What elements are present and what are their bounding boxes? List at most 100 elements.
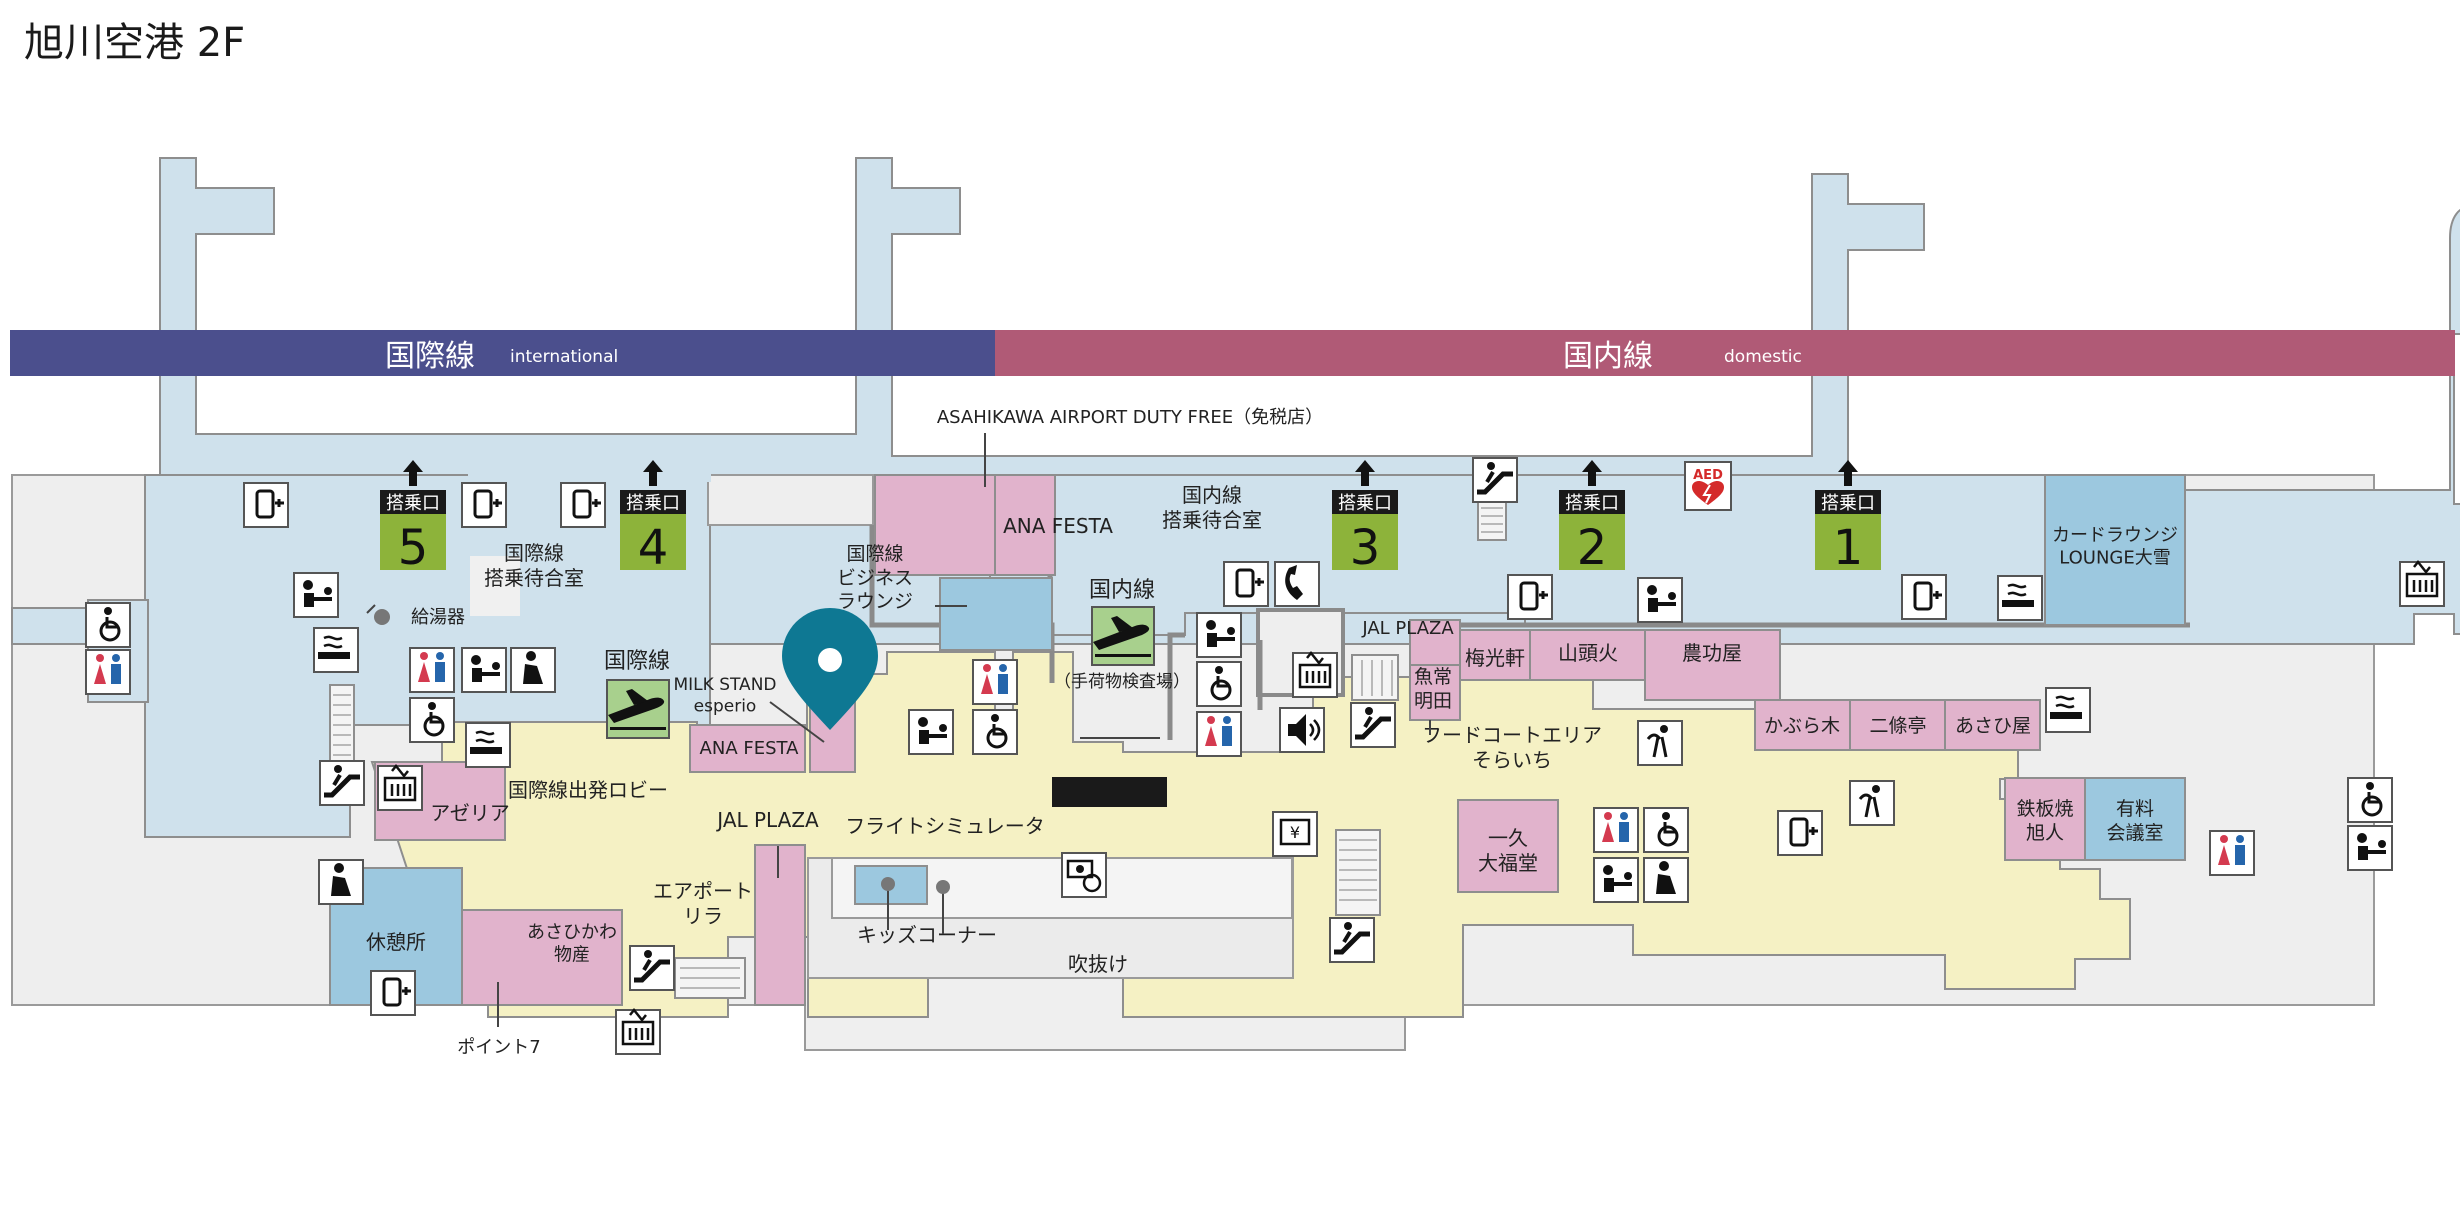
gate-header: 搭乗口 [1338,493,1392,514]
prayer-room-icon [318,859,364,905]
escalator-icon [1329,917,1375,963]
label-intl-departure-lobby: 国際線出発ロビー [508,778,668,802]
label-rest-area: 休憩所 [366,930,426,954]
smartphone-charging-icon [1507,574,1553,620]
restroom-icon [972,659,1018,705]
gate-number: 2 [1577,520,1608,576]
label-ana-festa-bottom: ANA FESTA [700,738,800,759]
gate-number: 4 [638,520,669,576]
escalator-icon [319,760,365,806]
restroom-icon [1593,807,1639,853]
smoking-area-icon [313,627,359,673]
accessible-restroom-icon [972,709,1018,755]
gate-number: 5 [398,520,429,576]
gate-number: 1 [1833,520,1864,576]
label-jal-plaza-left: JAL PLAZA [715,808,819,832]
gate-2: 搭乗口 2 [1559,460,1625,576]
smartphone-charging-icon [1901,574,1947,620]
smartphone-charging-icon [461,482,507,528]
elevator-icon [377,764,423,811]
label-ana-festa-top: ANA FESTA [1003,514,1113,538]
accessible-restroom-icon [85,602,131,648]
accessible-restroom-icon [2347,777,2393,823]
shops [374,474,2086,1006]
baby-care-icon [1637,577,1683,623]
label-ikkyu: 一久大福堂 [1478,826,1538,875]
security-checkpoints [606,606,1155,739]
label-kaburagi: かぶら木 [1764,715,1840,737]
escalator-icon [629,945,675,991]
label-point7: ポイント7 [457,1037,540,1058]
smoking-area-icon [2045,687,2091,733]
label-teppanyaki: 鉄板焼旭人 [2016,798,2073,844]
label-intl-business-lounge: 国際線ビジネスラウンジ [837,543,913,613]
phone-icon [1274,561,1320,607]
gate-header: 搭乗口 [386,493,440,514]
label-flight-simulator: フライトシミュレータ [845,814,1045,838]
baby-care-icon [1196,612,1242,658]
prayer-room-icon [1643,857,1689,903]
label-dom-security-note: （手荷物検査場） [1054,672,1190,692]
smartphone-charging-icon [560,482,606,528]
departure-lobby-badge [1052,777,1167,807]
label-asahikawa-bussan: あさひかわ物産 [527,922,617,966]
baby-care-icon [2347,825,2393,871]
smartphone-charging-icon [370,970,416,1016]
elevator-icon [1292,651,1338,698]
label-azalea: アゼリア [430,801,510,825]
atm-icon [1272,811,1318,857]
band-international-en: international [510,347,618,367]
announcement-icon [1279,707,1325,753]
elevator-icon [2399,560,2445,607]
label-food-court: フードコートエリアそらいち [1422,723,1602,772]
markers [374,609,950,894]
restroom-icon [2209,830,2255,876]
baby-care-icon [908,709,954,755]
drinking-fountain-icon [1637,720,1683,766]
band-domestic-label: 国内線 [1563,339,1653,374]
drinking-fountain-icon [1849,780,1895,826]
location-pin-icon[interactable] [782,608,878,730]
page-title: 旭川空港 2F [24,20,246,66]
escalator-icon [1350,702,1396,748]
gate-5: 搭乗口 5 [380,460,446,576]
label-atrium: 吹抜け [1068,952,1128,976]
smartphone-charging-icon [1223,561,1269,607]
smoking-area-icon [1997,575,2043,621]
label-kids-corner: キッズコーナー [857,923,997,947]
label-intl-waiting: 国際線搭乗待合室 [484,541,584,590]
label-santouka: 山頭火 [1558,641,1618,665]
label-baikoken: 梅光軒 [1465,646,1525,670]
restroom-icon [85,649,131,695]
baby-care-icon [461,647,507,693]
label-hot-water: 給湯器 [411,607,465,628]
baby-care-icon [293,572,339,618]
band-international-label: 国際線 [385,339,475,374]
label-intl-security: 国際線 [604,649,670,674]
gate-header: 搭乗口 [1565,493,1619,514]
label-noukouya: 農功屋 [1682,641,1742,665]
facility-icons [85,457,2445,1055]
restroom-icon [409,647,455,693]
international-band: 国際線 international [10,330,995,376]
label-dom-security: 国内線 [1089,578,1155,603]
accessible-restroom-icon [1196,661,1242,707]
gate-header: 搭乗口 [1821,493,1875,514]
escalator-icon [1472,457,1518,503]
label-airport-lila: エアポートリラ [653,879,753,928]
label-nijoutei: 二條亭 [1869,715,1926,737]
svg-text:AED: AED [1693,468,1723,483]
label-dom-waiting: 国内線搭乗待合室 [1162,483,1262,532]
domestic-band: 国内線 domestic [995,330,2455,376]
prayer-room-icon [510,647,556,693]
label-meeting-room: 有料会議室 [2106,798,2163,844]
label-duty-free: ASAHIKAWA AIRPORT DUTY FREE（免税店） [937,407,1323,428]
smartphone-charging-icon [243,482,289,528]
label-uoiro-meida: 魚常明田 [1414,666,1452,712]
accessible-restroom-icon [1643,807,1689,853]
accessible-restroom-icon [409,697,455,743]
